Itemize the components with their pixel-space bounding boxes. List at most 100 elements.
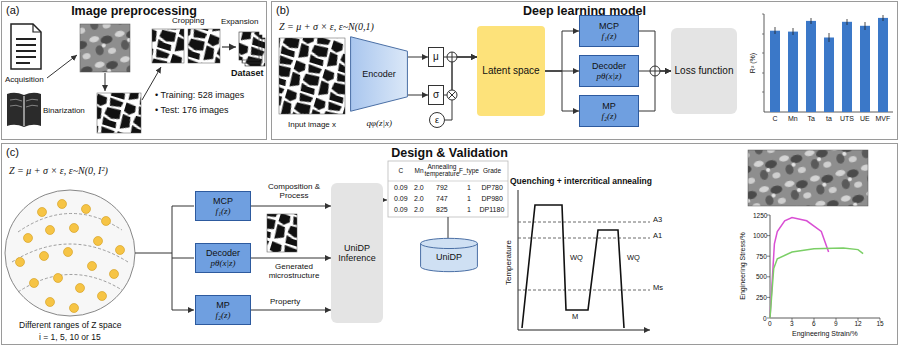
panel-c-art [70, 304, 79, 313]
panel-c-art [448, 217, 449, 238]
panel-b-art [878, 18, 888, 112]
label: UE [860, 115, 870, 123]
latent-box: Latent space [477, 26, 545, 116]
label: 3 [790, 320, 794, 327]
node-text: Decoder [592, 61, 626, 71]
label: 2.0 [414, 206, 424, 214]
node-text: Latent space [482, 65, 539, 77]
mean-box: μ [428, 47, 444, 67]
label: • Training: 528 images [155, 90, 244, 100]
panel-b-art [788, 32, 798, 112]
connector [545, 31, 579, 71]
shape-path [421, 238, 478, 271]
node-formula: pθ(x|z) [597, 71, 622, 81]
label: 1 [467, 206, 471, 214]
panel-c-art [388, 161, 508, 217]
label: Annealing temperature [424, 163, 460, 178]
panel-c-art [172, 206, 194, 310]
label: A1 [653, 232, 662, 241]
label: 750 [756, 253, 767, 260]
label: Acquisition [5, 75, 44, 84]
plus-symbol [650, 66, 660, 76]
connector [545, 71, 579, 111]
label: qφ(z|x) [367, 118, 392, 128]
node-text: MCP [213, 196, 233, 206]
panel-b-art [860, 26, 870, 112]
node-text: MCP [599, 21, 619, 31]
panel-a-art [24, 93, 41, 127]
label: 0.09 [394, 206, 408, 214]
label: Mn [788, 115, 798, 123]
node-text: Loss function [675, 65, 734, 77]
panel-c-art [24, 234, 33, 243]
epsilon-circle: ε [429, 112, 445, 128]
panel-c-art [116, 246, 125, 255]
connector [251, 206, 331, 207]
panel-c-art [522, 205, 624, 328]
times-symbol [449, 92, 456, 99]
panel-c-art [267, 214, 297, 252]
label: UTS [840, 115, 854, 123]
panel-c-art [46, 298, 55, 307]
node-formula: f₁(z) [601, 31, 616, 41]
label: 1250 [753, 212, 767, 219]
panel-a-art [16, 39, 36, 63]
panel-title: Design & Validation [391, 146, 508, 160]
encoder-trapezoid: Encoder [350, 36, 408, 112]
panel-c-art [770, 215, 880, 318]
label: 6 [812, 320, 816, 327]
label: Dataset [231, 68, 264, 78]
panel-a-art [80, 24, 130, 72]
panel-b-art [806, 21, 816, 112]
connector [444, 57, 477, 95]
node-text: UniDP Inference [331, 243, 383, 264]
label: 747 [436, 195, 448, 203]
panel-b-art [775, 15, 883, 42]
sigma-box: σ [428, 85, 444, 105]
panel-c-art [135, 206, 172, 310]
panel-c-art [94, 237, 103, 246]
label: Ta [808, 115, 815, 123]
label: 2.0 [414, 184, 424, 192]
panel-a-art [97, 93, 141, 133]
node-formula: f₂(z) [601, 111, 616, 121]
connector [408, 95, 428, 96]
connector [251, 310, 331, 311]
panel-b-art [842, 22, 852, 112]
panel-b-art [279, 38, 345, 114]
label: Cropping [172, 16, 204, 25]
connector [251, 258, 331, 259]
label: Composition & Process [256, 182, 332, 200]
plus-symbol [650, 66, 660, 76]
node-formula: f₂(z) [215, 310, 230, 320]
panel-b-art [762, 14, 764, 92]
label: i = 1, 5, 10 or 15 [39, 333, 101, 343]
shape-path [421, 243, 478, 248]
plus-symbol [447, 52, 457, 62]
plus-symbol [447, 52, 457, 62]
panel-c-art [767, 215, 880, 321]
label: C [773, 115, 778, 123]
label: WQ [570, 254, 583, 263]
panel-c-art [770, 218, 829, 319]
panel-c-art [88, 262, 97, 271]
panel-c-art [54, 274, 63, 283]
label: Generated microstructure [256, 262, 332, 280]
mcp-box: MCPf₁(z) [579, 15, 639, 47]
label: Grade [483, 167, 501, 174]
plus-symbol [447, 52, 457, 62]
label: 2.0 [414, 195, 424, 203]
panel-c-art [16, 258, 25, 267]
panel-c-art [82, 205, 91, 214]
inference-box: UniDP Inference [331, 183, 383, 323]
panel-c-art [38, 208, 47, 217]
label: WQ [627, 254, 640, 263]
label: Quenching + intercritical annealing [510, 177, 652, 187]
label: 9 [834, 320, 838, 327]
node-text: σ [433, 89, 439, 101]
node-text: UniDP [436, 252, 462, 262]
panel-title: Image preprocessing [71, 4, 197, 18]
panel-c-art [102, 217, 111, 226]
label: Binarization [43, 106, 85, 115]
